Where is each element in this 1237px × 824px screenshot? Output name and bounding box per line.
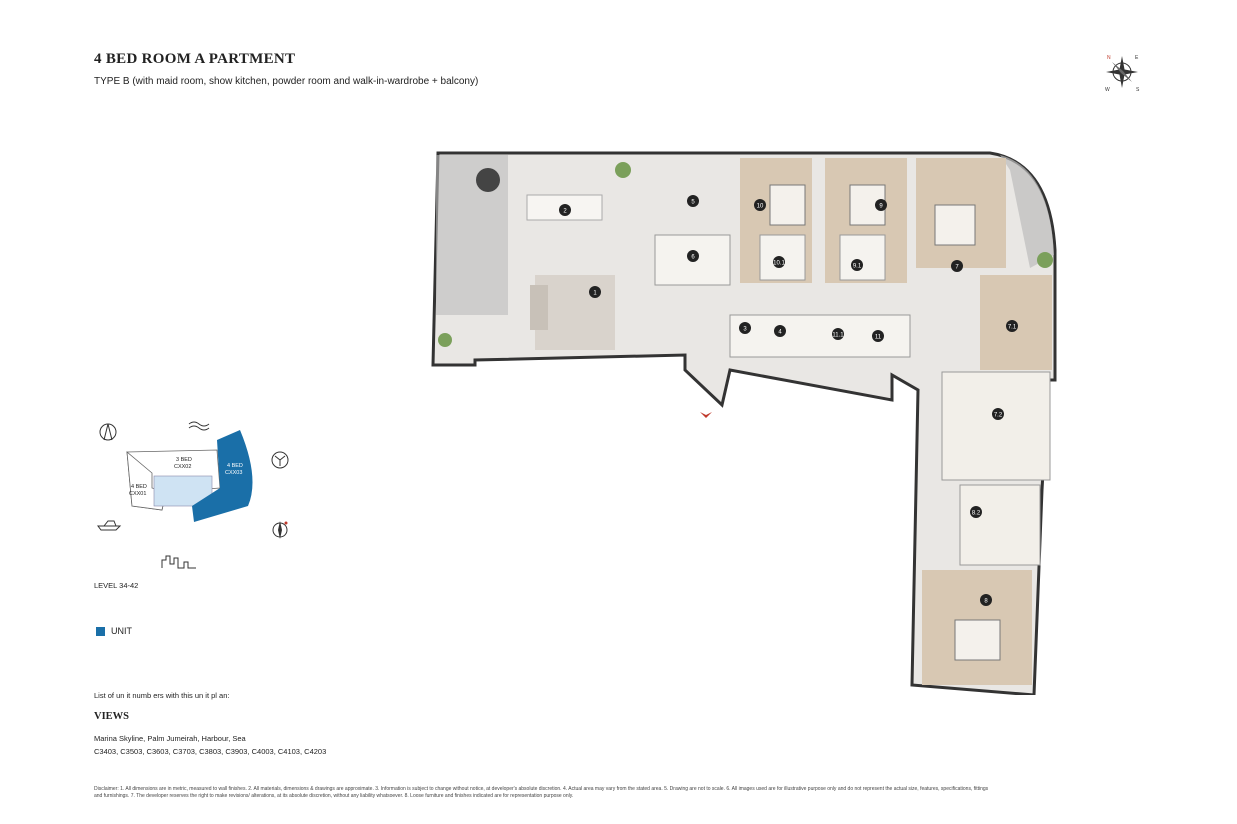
unit-list-label: List of un it numb ers with this un it p… [94, 691, 230, 700]
key-plan: 3 BED CXX02 4 BED CXX01 4 BED CXX03 [97, 421, 289, 569]
key-unit-c-label: 4 BED [227, 463, 243, 469]
yacht-icon [97, 520, 122, 531]
bath-7-2 [941, 371, 1051, 481]
room-num-2: 2 [563, 209, 567, 215]
legend-unit-label: UNIT [111, 626, 132, 636]
skyline-icon [161, 555, 196, 569]
page-subtitle: TYPE B (with maid room, show kitchen, po… [94, 76, 479, 87]
floor-plan: 1 2 3 4 5 6 7 7.1 7.2 8 8.2 9 9.1 10 10.… [431, 151, 1057, 695]
unit-swatch [96, 626, 105, 636]
compass-w-label: W [1105, 87, 1110, 93]
disclaimer: Disclaimer: 1. All dimensions are in met… [94, 786, 989, 799]
room-num-7-2: 7.2 [994, 413, 1003, 419]
compass-rose-icon: N E S W [1105, 55, 1140, 93]
room-markers: 1 2 3 4 5 6 7 7.1 7.2 8 8.2 9 9.1 10 10.… [559, 195, 1018, 606]
bed-10 [769, 184, 806, 226]
room-num-8-2: 8.2 [972, 511, 981, 517]
views-heading: VIEWS [94, 711, 130, 722]
bath-8-2 [959, 484, 1041, 566]
room-num-8: 8 [984, 599, 988, 605]
key-unit-a-label: 3 BED [176, 457, 192, 463]
compass-n-label: N [1107, 55, 1111, 61]
plant-1 [615, 162, 631, 178]
room-num-11-1: 11.1 [832, 333, 844, 339]
room-num-11: 11 [875, 335, 882, 341]
entrance-marker [700, 412, 712, 418]
room-num-6: 6 [691, 255, 695, 261]
room-num-5: 5 [691, 200, 695, 206]
sea-view-icon [188, 421, 210, 431]
bed-7 [934, 204, 976, 246]
bath-9-1 [839, 234, 886, 281]
key-compass-icon [272, 521, 288, 539]
bed-8 [954, 619, 1001, 661]
legend: UNIT [96, 626, 132, 636]
room-num-1: 1 [593, 291, 597, 297]
room-num-3: 3 [743, 327, 747, 333]
room-num-7: 7 [955, 265, 959, 271]
compass-s-label: S [1136, 87, 1140, 93]
palm-icon [271, 451, 289, 469]
plant-2 [1037, 252, 1053, 268]
landmark-tower-icon [99, 423, 117, 441]
room-num-9-1: 9.1 [853, 264, 862, 270]
room-num-7-1: 7.1 [1008, 325, 1017, 331]
key-unit-a-code: CXX02 [174, 464, 191, 470]
room-num-9: 9 [879, 204, 883, 210]
room-num-10: 10 [757, 204, 764, 210]
unit-numbers: C3403, C3503, C3603, C3703, C3803, C3903… [94, 747, 327, 756]
views-value: Marina Skyline, Palm Jumeirah, Harbour, … [94, 734, 246, 743]
balcony-right [1000, 155, 1054, 268]
living-rug [535, 275, 615, 350]
sofa [530, 285, 548, 330]
key-unit-b-label: 4 BED [131, 484, 147, 490]
key-unit-b-code: CXX01 [129, 491, 146, 497]
stool [476, 168, 500, 192]
room-num-4: 4 [778, 330, 782, 336]
compass-e-label: E [1135, 55, 1139, 61]
plant-3 [438, 333, 452, 347]
key-unit-c-code: CXX03 [225, 470, 242, 476]
room-num-10-1: 10.1 [773, 261, 785, 267]
unit-cxx03-shape-highlight [192, 430, 253, 522]
page-title: 4 BED ROOM A PARTMENT [94, 51, 296, 67]
level-label: LEVEL 34-42 [94, 581, 139, 590]
